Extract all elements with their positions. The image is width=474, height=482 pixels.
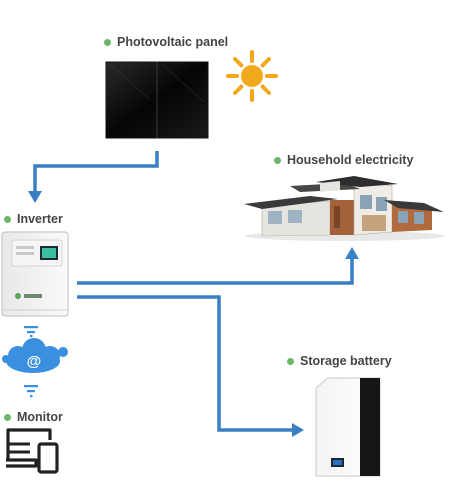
green-dot-icon xyxy=(274,156,281,164)
label-monitor: Monitor xyxy=(4,410,63,424)
sun-icon xyxy=(226,50,278,102)
sun-ray xyxy=(233,57,244,68)
wifi-cloud-icon: @ xyxy=(2,326,68,398)
arrow-pv-to-inverter xyxy=(33,151,159,192)
monitor-device-icon xyxy=(6,428,59,474)
sun-ray xyxy=(260,57,271,68)
label-household-electricity: Household electricity xyxy=(274,153,413,167)
arrowhead-right-icon xyxy=(292,423,304,437)
flow-arrows xyxy=(33,151,354,432)
label-text: Household electricity xyxy=(287,153,414,167)
label-inverter: Inverter xyxy=(4,212,63,226)
label-text: Monitor xyxy=(17,410,63,424)
green-dot-icon xyxy=(104,38,111,46)
photovoltaic-panel-image xyxy=(105,61,209,139)
arrow-heads xyxy=(28,191,359,437)
label-storage-battery: Storage battery xyxy=(287,354,392,368)
green-dot-icon xyxy=(287,357,294,365)
sun-ray xyxy=(260,84,271,95)
label-text: Inverter xyxy=(17,212,63,226)
inverter-image xyxy=(1,231,69,317)
svg-text:@: @ xyxy=(27,353,42,370)
green-dot-icon xyxy=(4,215,11,223)
arrowhead-up-icon xyxy=(345,247,359,259)
arrow-inverter-to-storage xyxy=(77,295,293,432)
storage-battery-image xyxy=(315,377,381,477)
label-text: Storage battery xyxy=(300,354,392,368)
arrowhead-down-icon xyxy=(28,191,42,203)
label-text: Photovoltaic panel xyxy=(117,35,229,49)
green-dot-icon xyxy=(4,413,11,421)
label-photovoltaic-panel: Photovoltaic panel xyxy=(104,35,228,49)
house-image xyxy=(244,176,445,241)
arrow-inverter-to-household xyxy=(77,258,354,285)
sun-ray xyxy=(233,84,244,95)
